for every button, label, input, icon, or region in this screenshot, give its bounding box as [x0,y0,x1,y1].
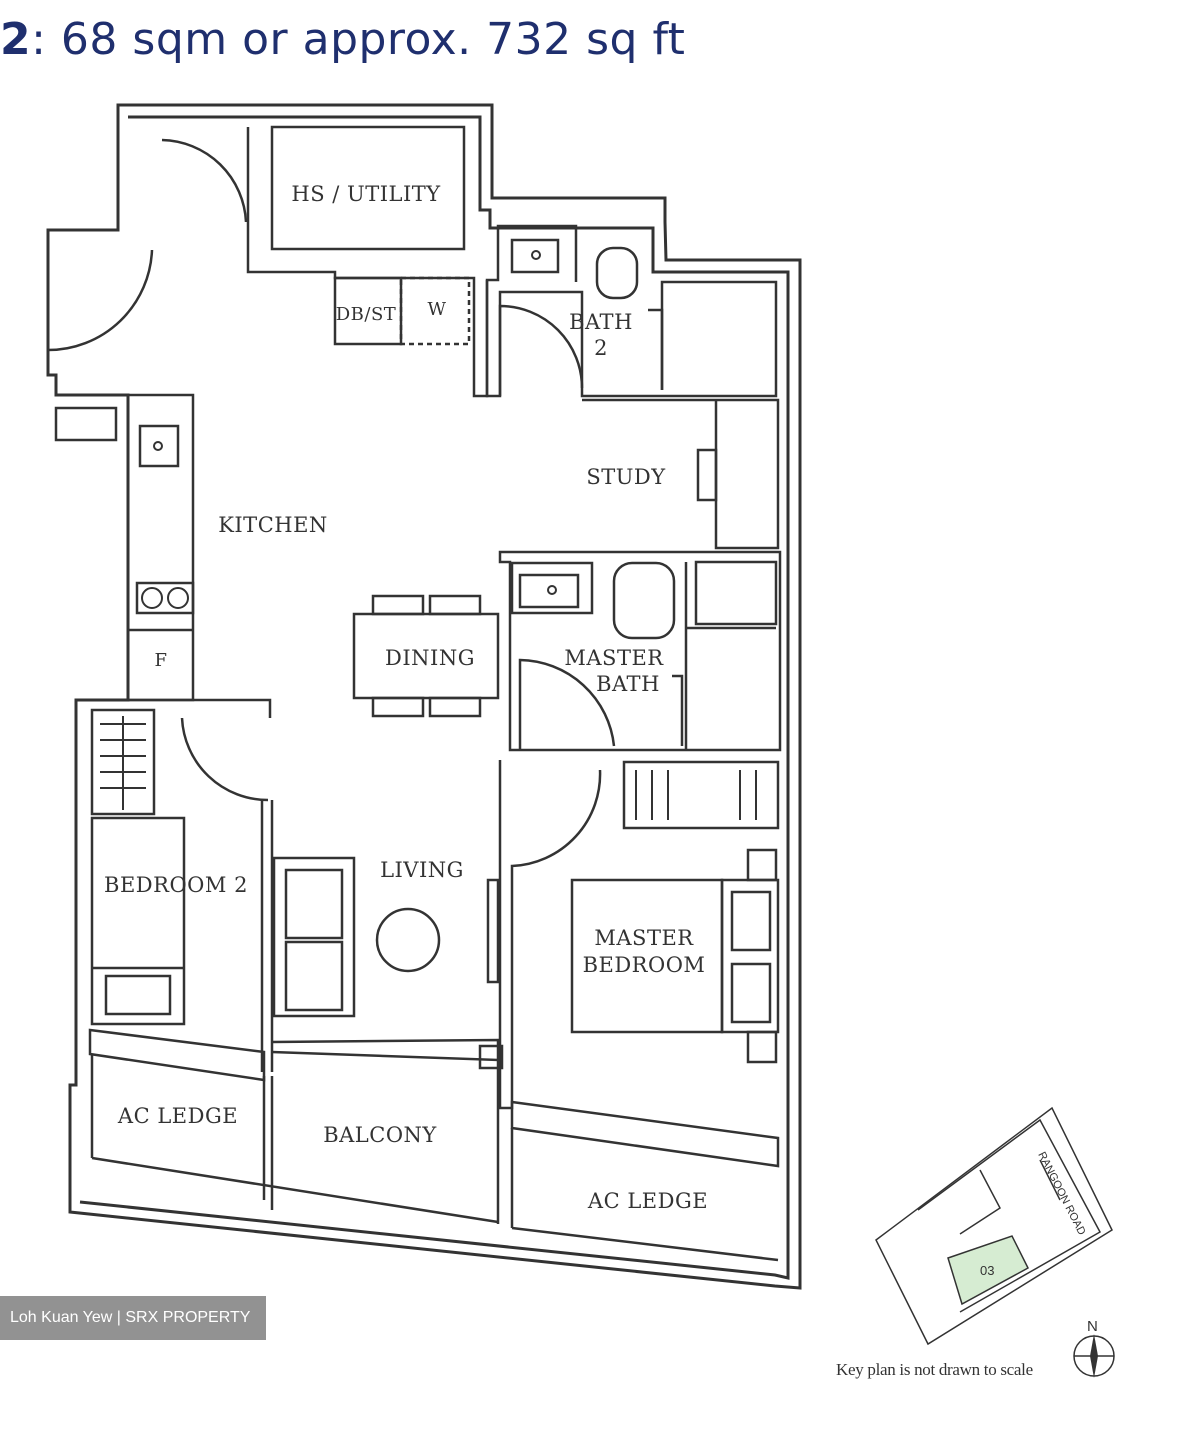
key-plan: 03 N [875,1106,1115,1378]
key-plan-note: Key plan is not drawn to scale [836,1360,1033,1379]
unit-area-heading: 2: 68 sqm or approx. 732 sq ft [0,14,685,65]
north-label: N [1087,1318,1098,1335]
key-plan-unit-label: 03 [980,1263,994,1278]
exterior-walls [46,103,802,1290]
room-label-ac-ledge-right: AC LEDGE [587,1189,708,1213]
room-label-balcony: BALCONY [323,1123,437,1147]
room-label-master-bedroom-line1: MASTER [594,926,694,950]
room-label-study: STUDY [586,465,666,489]
room-labels: HS / UTILITY DB/ST W BATH 2 STUDY KITCHE… [104,182,708,1213]
room-label-bath2-line1: BATH [569,310,633,334]
room-label-w: W [427,299,446,320]
room-label-kitchen: KITCHEN [218,513,328,537]
room-label-master-bath-line2: BATH [596,672,660,696]
room-label-db-st: DB/ST [336,304,397,325]
room-label-master-bath-line1: MASTER [564,646,664,670]
unit-type-number: 2 [0,14,32,65]
room-label-ac-ledge-left: AC LEDGE [117,1104,238,1128]
key-plan-unit-highlight [947,1235,1029,1306]
interior-walls [46,125,782,1262]
room-label-bath2-line2: 2 [594,336,608,360]
room-label-dining: DINING [385,646,475,670]
stove-burners [141,250,557,609]
room-label-bedroom2: BEDROOM 2 [104,873,248,897]
room-label-master-bedroom-line2: BEDROOM [583,953,706,977]
room-label-living: LIVING [380,858,464,882]
wardrobe-hatching [100,716,757,820]
unit-area-text: : 68 sqm or approx. 732 sq ft [31,14,686,65]
room-label-hs-utility: HS / UTILITY [291,182,441,206]
watermark: Loh Kuan Yew | SRX PROPERTY [0,1296,266,1340]
room-label-fridge: F [155,650,168,671]
